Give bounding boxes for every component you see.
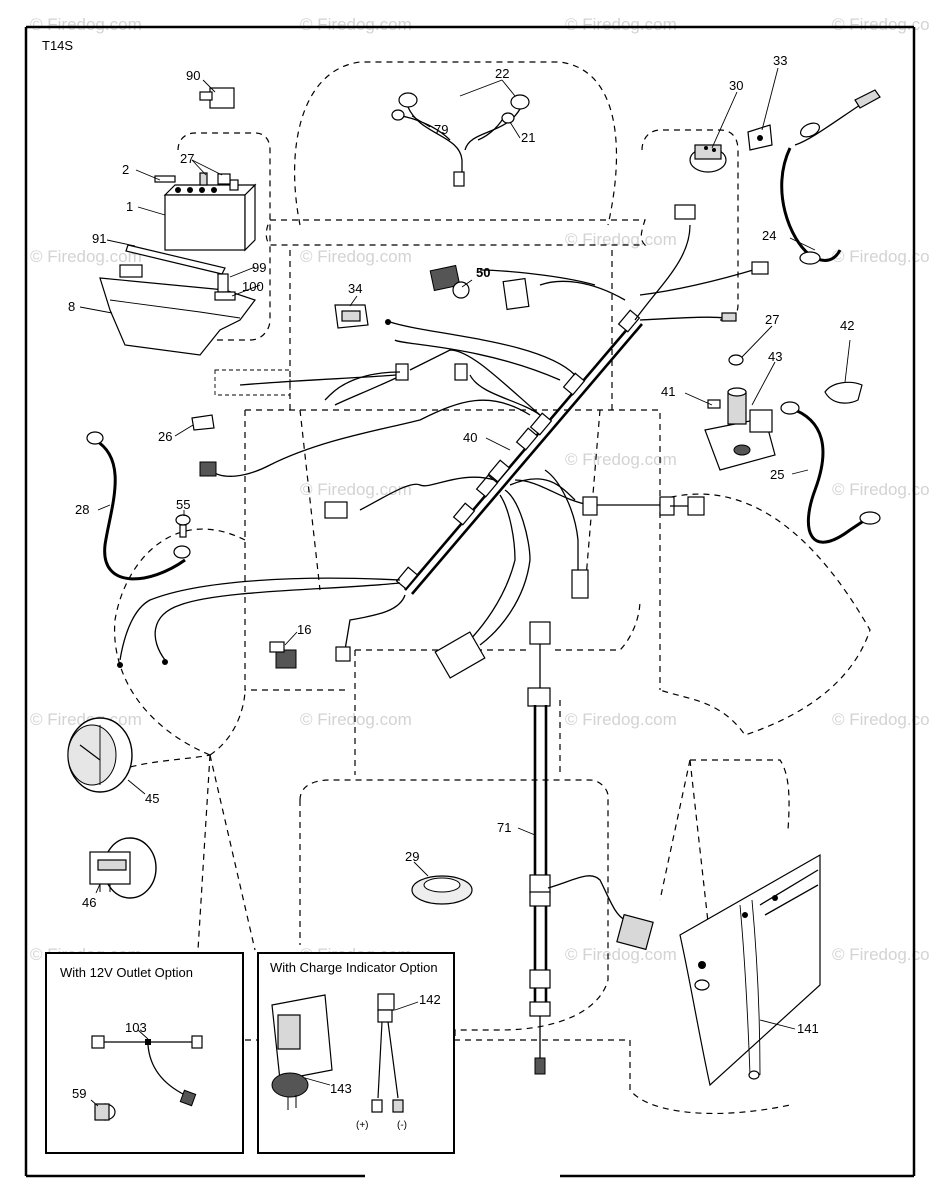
- label-100: 100: [242, 279, 264, 294]
- label-143: 143: [330, 1081, 352, 1096]
- label-27: 27: [180, 151, 194, 166]
- part-33: [747, 124, 773, 151]
- watermark: © Firedog.com: [832, 710, 930, 729]
- watermark: © Firedog.com: [300, 247, 412, 266]
- ignition-switch: [689, 144, 727, 173]
- polarity-plus: (+): [356, 1120, 369, 1131]
- switch-50: [429, 264, 470, 299]
- bolt-55: [175, 514, 191, 538]
- bracket-141: [679, 853, 821, 1087]
- watermark: © Firedog.com: [565, 15, 677, 34]
- battery: [154, 172, 257, 252]
- diagram-code: T14S: [42, 38, 73, 53]
- inset-12v-outlet: With 12V Outlet Option 103 59: [45, 952, 244, 1154]
- meter-46: [89, 837, 157, 899]
- label-28: 28: [75, 502, 89, 517]
- part-labels: 90 22 30 33 79 21 2 27 1 91 99 100 8 50 …: [68, 53, 854, 1036]
- part-90: [199, 87, 235, 109]
- watermark: © Firedog.com: [300, 15, 412, 34]
- watermark: © Firedog.com: [30, 247, 142, 266]
- watermark: © Firedog.com: [30, 15, 142, 34]
- switch-16: [269, 641, 297, 669]
- label-33: 33: [773, 53, 787, 68]
- watermark-layer: © Firedog.com © Firedog.com © Firedog.co…: [30, 15, 930, 964]
- label-21: 21: [521, 130, 535, 145]
- label-142: 142: [419, 992, 441, 1007]
- label-42: 42: [840, 318, 854, 333]
- label-29: 29: [405, 849, 419, 864]
- gauge-45: [67, 717, 133, 793]
- battery-box: [99, 264, 256, 356]
- outer-frame: [24, 25, 916, 1178]
- label-59: 59: [72, 1086, 86, 1101]
- label-40: 40: [463, 430, 477, 445]
- main-harness: [117, 204, 769, 679]
- watermark: © Firedog.com: [565, 450, 677, 469]
- label-141: 141: [797, 1021, 819, 1036]
- label-16: 16: [297, 622, 311, 637]
- label-45: 45: [145, 791, 159, 806]
- label-79: 79: [434, 122, 448, 137]
- label-91: 91: [92, 231, 106, 246]
- watermark: © Firedog.com: [565, 945, 677, 964]
- watermark: © Firedog.com: [300, 480, 412, 499]
- label-1: 1: [126, 199, 133, 214]
- label-25: 25: [770, 467, 784, 482]
- label-50: 50: [476, 265, 490, 280]
- label-8: 8: [68, 299, 75, 314]
- label-27b: 27: [765, 312, 779, 327]
- cable-28: [86, 431, 191, 581]
- label-24: 24: [762, 228, 776, 243]
- headlight-harness: [391, 92, 530, 187]
- leader-lines: [79, 67, 851, 1030]
- cable-24: [780, 89, 881, 265]
- watermark: © Firedog.com: [832, 480, 930, 499]
- label-103: 103: [125, 1020, 147, 1035]
- inset-charge-indicator: With Charge Indicator Option 143 142 (+)…: [257, 952, 455, 1154]
- label-90: 90: [186, 68, 200, 83]
- label-2: 2: [122, 162, 129, 177]
- watermark: © Firedog.com: [565, 230, 677, 249]
- label-43: 43: [768, 349, 782, 364]
- label-55: 55: [176, 497, 190, 512]
- label-46: 46: [82, 895, 96, 910]
- label-71: 71: [497, 820, 511, 835]
- watermark: © Firedog.com: [832, 945, 930, 964]
- solenoid: [704, 354, 776, 471]
- label-41: 41: [661, 384, 675, 399]
- switch-34: [334, 304, 369, 329]
- horn-29: [411, 875, 473, 905]
- label-99: 99: [252, 260, 266, 275]
- cable-25: [780, 401, 881, 544]
- label-34: 34: [348, 281, 362, 296]
- inset-outlet-title: With 12V Outlet Option: [60, 965, 193, 980]
- inset-charge-title: With Charge Indicator Option: [270, 960, 438, 975]
- watermark: © Firedog.com: [832, 15, 930, 34]
- polarity-minus: (-): [397, 1120, 407, 1131]
- boot-42: [824, 381, 863, 404]
- rear-harness: [527, 621, 654, 1075]
- label-30: 30: [729, 78, 743, 93]
- watermark: © Firedog.com: [300, 710, 412, 729]
- label-26: 26: [158, 429, 172, 444]
- watermark: © Firedog.com: [565, 710, 677, 729]
- label-22: 22: [495, 66, 509, 81]
- part-26: [191, 414, 215, 431]
- watermark: © Firedog.com: [832, 247, 930, 266]
